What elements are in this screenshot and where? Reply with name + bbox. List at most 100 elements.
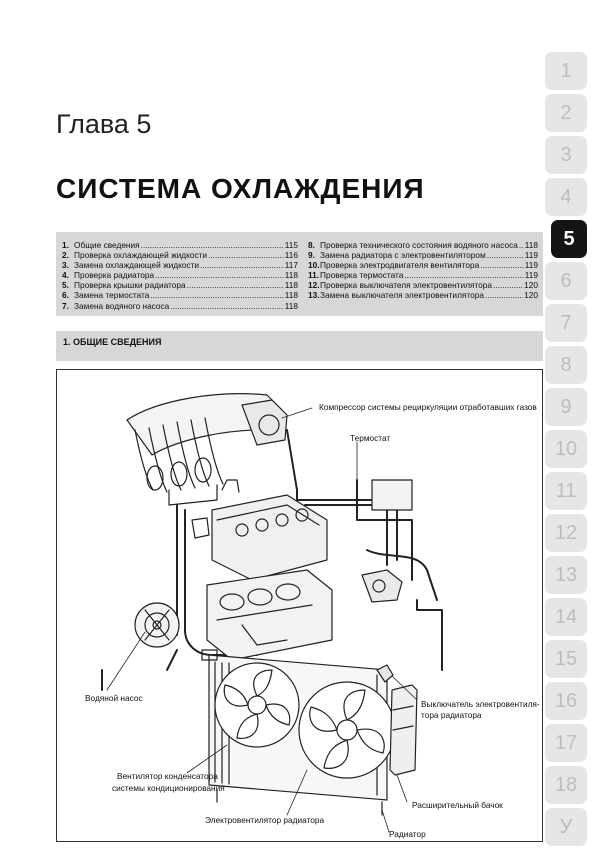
toc-entry-leader (493, 280, 523, 290)
toc-entry-leader (485, 290, 523, 300)
chapter-tab-16[interactable]: 16 (545, 682, 587, 720)
toc-entry-page: 119 (524, 250, 538, 261)
toc-entry[interactable]: 3.Замена охлаждающей жидкости117 (62, 260, 298, 270)
toc-entry[interactable]: 8. Проверка технического состояния водяно… (308, 240, 538, 250)
toc-entry-leader (519, 240, 524, 250)
engine-block-drawing (206, 569, 333, 661)
toc-entry-title: Проверка термостата (320, 270, 404, 281)
chapter-tab-1[interactable]: 1 (545, 52, 587, 90)
toc-column-right: 8. Проверка технического состояния водяно… (308, 240, 538, 301)
chapter-tab-9[interactable]: 9 (545, 388, 587, 426)
toc-entry[interactable]: 13.Замена выключателя электровентилятора… (308, 290, 538, 300)
chapter-tab-8[interactable]: 8 (545, 346, 587, 384)
intake-manifold-drawing (126, 393, 288, 506)
toc-entry-leader (141, 240, 284, 250)
toc-entry-title: Замена охлаждающей жидкости (74, 260, 200, 271)
toc-entry-leader (208, 250, 284, 260)
toc-entry-number: 13. (308, 290, 320, 301)
toc-entry-number: 12. (308, 280, 320, 291)
callout-ac-fan-line2: системы кондиционирования (112, 783, 225, 793)
chapter-tab-10[interactable]: 10 (545, 430, 587, 468)
toc-entry-title: Проверка технического состояния водяного… (320, 240, 518, 250)
leader-lines (106, 407, 418, 833)
toc-entry-leader (480, 260, 524, 270)
callout-egr-compressor: Компрессор системы рециркуляции отработа… (319, 402, 537, 412)
callout-expansion-tank: Расширительный бачок (412, 800, 503, 810)
toc-entry-page: 115 (284, 240, 298, 250)
cylinder-head-drawing (191, 479, 328, 581)
fan-switch-drawing (376, 664, 394, 683)
chapter-tab-4[interactable]: 4 (545, 178, 587, 216)
toc-entry-page: 118 (284, 300, 298, 311)
toc-column-left: 1.Общие сведения1152. Проверка охлаждающе… (62, 240, 298, 311)
callout-fan-switch-line1: Выключатель электровентиля- (421, 699, 540, 709)
toc-entry[interactable]: 7. Замена водяного насоса 118 (62, 301, 298, 311)
toc-entry-title: Проверка охлаждающей жидкости (74, 250, 208, 261)
chapter-tab-5[interactable]: 5 (551, 220, 587, 258)
toc-entry-number: 3. (62, 260, 69, 271)
toc-entry[interactable]: 10.Проверка электродвигателя вентилятора… (308, 260, 538, 270)
toc-entry-page: 118 (284, 280, 298, 291)
chapter-tab-3[interactable]: 3 (545, 136, 587, 174)
toc-entry-number: 4. (62, 270, 69, 281)
chapter-tab-2[interactable]: 2 (545, 94, 587, 132)
chapter-tab-7[interactable]: 7 (545, 304, 587, 342)
toc-entry-leader (150, 290, 283, 300)
expansion-tank-drawing (389, 684, 418, 776)
toc-entry-number: 1. (62, 240, 69, 250)
toc-entry[interactable]: 12.Проверка выключателя электровентилято… (308, 280, 538, 290)
callout-water-pump: Водяной насос (85, 693, 143, 703)
toc-entry[interactable]: 1.Общие сведения115 (62, 240, 298, 250)
toc-entry-number: 2. (62, 250, 69, 261)
chapter-label: Глава 5 (56, 109, 152, 139)
toc-entry-title: Замена термостата (74, 290, 150, 301)
toc-entry-number: 9. (308, 250, 315, 261)
toc-entry-number: 7. (62, 300, 69, 311)
toc-entry-title: Проверка крышки радиатора (74, 280, 186, 291)
toc-entry-title: Проверка радиатора (74, 270, 155, 281)
toc-entry-title: Замена радиатора с электровентилятором (320, 250, 486, 261)
toc-entry-leader (155, 270, 284, 280)
toc-entry[interactable]: 2.Проверка охлаждающей жидкости116 (62, 250, 298, 260)
toc-entry-number: 10. (308, 260, 320, 271)
callout-radiator-fan: Электровентилятор радиатора (205, 815, 325, 825)
chapter-tab-13[interactable]: 13 (545, 556, 587, 594)
chapter-tab-6[interactable]: 6 (545, 262, 587, 300)
cooling-system-illustration (101, 393, 443, 833)
toc-entry-page: 120 (524, 280, 538, 291)
chapter-tab-17[interactable]: 17 (545, 724, 587, 762)
cooling-system-figure: Компрессор системы рециркуляции отработа… (56, 369, 543, 842)
toc-entry-leader (404, 270, 523, 280)
toc-entry-page: 118 (524, 240, 538, 250)
chapter-tab-19[interactable]: У (545, 808, 587, 846)
toc-entry[interactable]: 6. Замена термостата 118 (62, 290, 298, 300)
table-of-contents: 1.Общие сведения1152. Проверка охлаждающе… (56, 232, 543, 316)
toc-entry-page: 118 (284, 290, 298, 301)
toc-entry-title: Замена водяного насоса (74, 300, 170, 311)
fans-drawing (214, 662, 396, 779)
callout-fan-switch-line2: тора радиатора (421, 710, 482, 720)
toc-entry-title: Проверка электродвигателя вентилятора (320, 260, 480, 271)
chapter-tab-12[interactable]: 12 (545, 514, 587, 552)
page-title: СИСТЕМА ОХЛАЖДЕНИЯ (56, 173, 425, 204)
chapter-tab-15[interactable]: 15 (545, 640, 587, 678)
toc-entry[interactable]: 9. Замена радиатора с электровентилятором… (308, 250, 538, 260)
toc-entry[interactable]: 4.Проверка радиатора118 (62, 270, 298, 280)
chapter-tab-14[interactable]: 14 (545, 598, 587, 636)
toc-entry-number: 11. (308, 270, 320, 281)
toc-entry-title: Замена выключателя электровентилятора (320, 290, 484, 301)
toc-entry-title: Проверка выключателя электровентилятора (320, 280, 492, 291)
toc-entry-number: 6. (62, 290, 69, 301)
chapter-tab-18[interactable]: 18 (545, 766, 587, 804)
chapter-tab-11[interactable]: 11 (545, 472, 587, 510)
toc-entry[interactable]: 11.Проверка термостата119 (308, 270, 538, 280)
callout-thermostat: Термостат (350, 433, 391, 443)
section-title: 1. ОБЩИЕ СВЕДЕНИЯ (63, 337, 162, 347)
toc-entry-page: 119 (524, 260, 538, 271)
water-pump-drawing (134, 602, 180, 648)
callout-radiator: Радиатор (389, 829, 426, 839)
toc-entry-leader (487, 250, 524, 260)
toc-entry[interactable]: 5.Проверка крышки радиатора118 (62, 280, 298, 290)
toc-entry-number: 8. (308, 240, 315, 250)
